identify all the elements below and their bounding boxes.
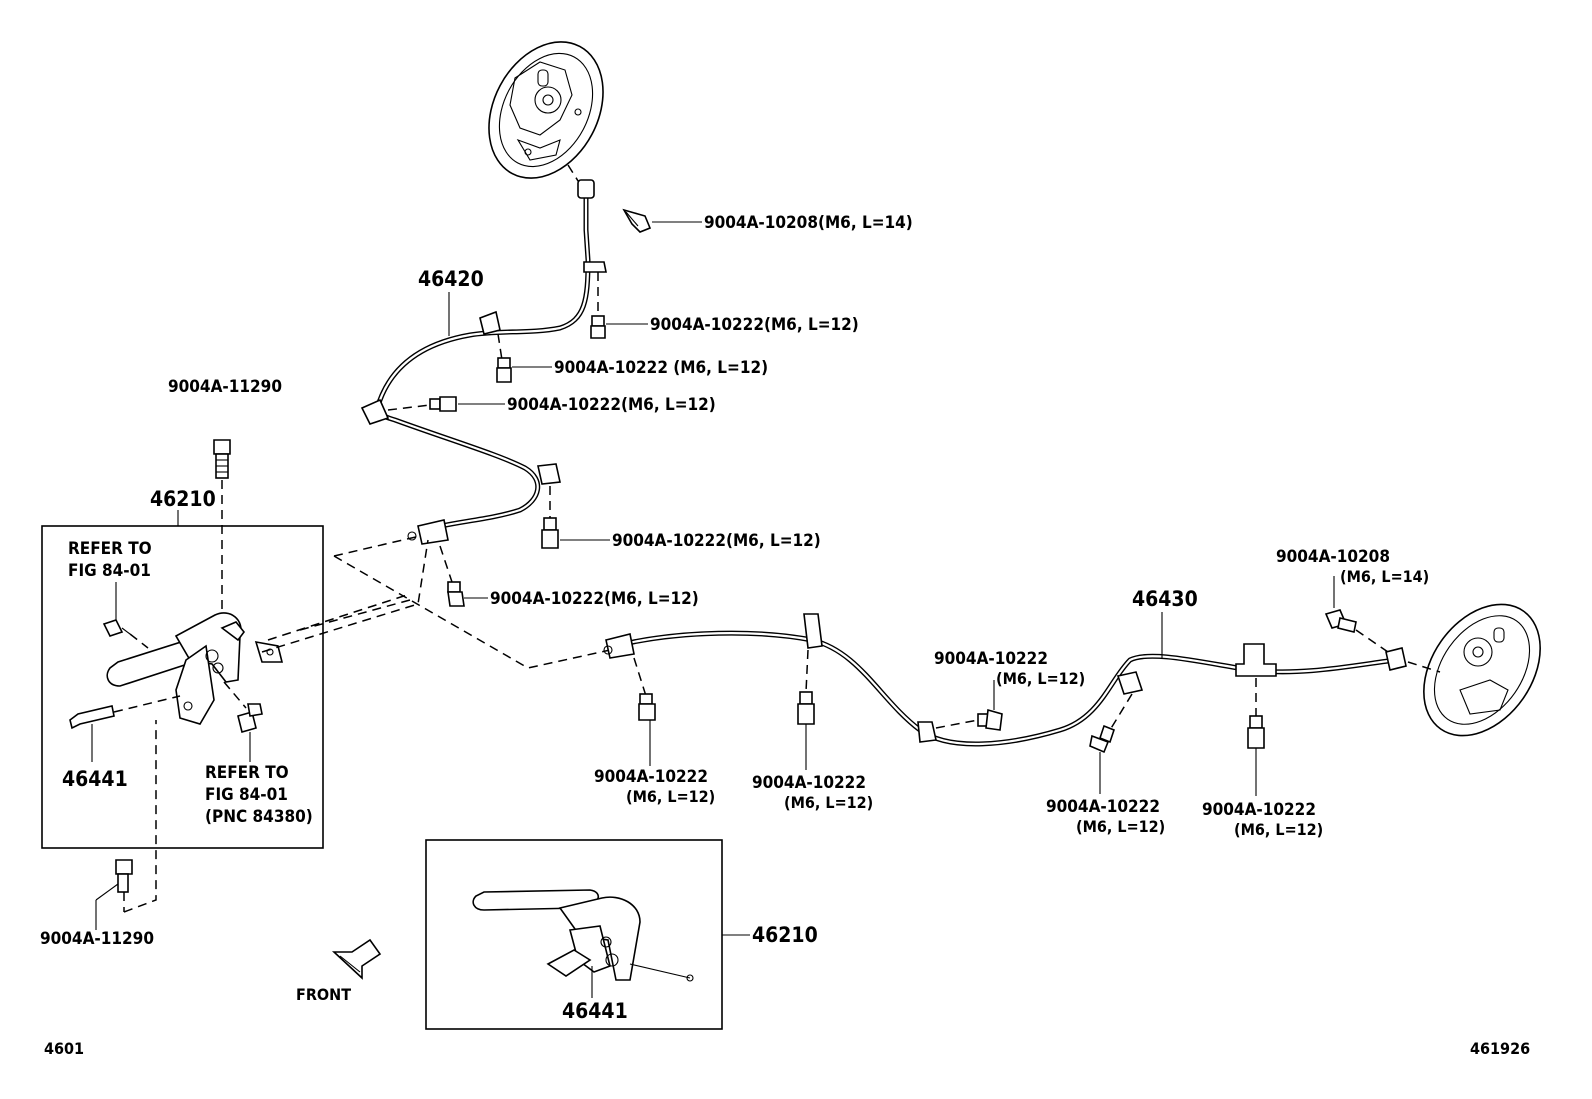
cable-46430 xyxy=(603,613,1407,747)
label-bolt-upper-a: 9004A-10222(M6, L=12) xyxy=(650,315,859,335)
label-front: FRONT xyxy=(296,985,351,1004)
bolt-top-left xyxy=(213,439,231,479)
bolt-upper-d xyxy=(541,517,559,549)
bolt-bottom-left xyxy=(115,859,133,893)
bolt-lower-2 xyxy=(797,691,815,725)
label-bolt-bottom-left: 9004A-11290 xyxy=(40,929,154,949)
label-bolt-lower-4-pn: 9004A-10222 xyxy=(1046,797,1160,817)
nut-refer-2 xyxy=(237,703,263,733)
label-bolt-lower-5-spec: (M6, L=12) xyxy=(1234,820,1323,839)
refer-1-line1: REFER TO xyxy=(68,539,152,559)
bolt-lower-3 xyxy=(977,708,1003,731)
label-46420: 46420 xyxy=(418,267,484,291)
bolt-lower-1 xyxy=(638,693,656,721)
page-code-right: 461926 xyxy=(1470,1039,1530,1058)
label-bolt-upper-d: 9004A-10222(M6, L=12) xyxy=(612,531,821,551)
label-bolt-lower-5-pn: 9004A-10222 xyxy=(1202,800,1316,820)
label-bolt-upper-c: 9004A-10222(M6, L=12) xyxy=(507,395,716,415)
cable-46420 xyxy=(360,179,607,545)
refer-2-line3: (PNC 84380) xyxy=(205,807,313,827)
parking-brake-lever xyxy=(106,612,284,725)
bolt-refer-1 xyxy=(102,619,131,637)
label-bolt-lower-2-pn: 9004A-10222 xyxy=(752,773,866,793)
refer-2-line2: FIG 84-01 xyxy=(205,785,288,805)
label-bolt-upper-e: 9004A-10222(M6, L=12) xyxy=(490,589,699,609)
bolt-upper-e xyxy=(447,581,465,607)
label-46210-main: 46210 xyxy=(150,487,216,511)
label-bolt-lower-4-spec: (M6, L=12) xyxy=(1076,817,1165,836)
bolt-upper-b xyxy=(496,357,512,383)
label-bolt-lower-1-spec: (M6, L=12) xyxy=(626,787,715,806)
label-bolt-lower-3-spec: (M6, L=12) xyxy=(996,669,1085,688)
label-46441-inset: 46441 xyxy=(562,999,628,1023)
label-46210-inset: 46210 xyxy=(752,923,818,947)
page-code-left: 4601 xyxy=(44,1039,84,1058)
refer-1-line2: FIG 84-01 xyxy=(68,561,151,581)
bolt-plate-lower xyxy=(1324,609,1357,633)
bolt-upper-c xyxy=(429,396,457,412)
label-bolt-lower-2-spec: (M6, L=12) xyxy=(784,793,873,812)
front-arrow-icon xyxy=(331,938,382,980)
pin-46441 xyxy=(69,705,115,730)
bolt-lower-4 xyxy=(1089,724,1115,754)
bolt-lower-5 xyxy=(1247,715,1265,749)
label-46441-main: 46441 xyxy=(62,767,128,791)
leader-plate-upper xyxy=(567,164,586,193)
refer-2-line1: REFER TO xyxy=(205,763,289,783)
backing-plate-upper xyxy=(488,41,604,179)
label-bolt-lower-3-pn: 9004A-10222 xyxy=(934,649,1048,669)
bolt-plate-upper xyxy=(622,208,652,233)
label-bolt-lower-1-pn: 9004A-10222 xyxy=(594,767,708,787)
label-bolt-upper-b: 9004A-10222 (M6, L=12) xyxy=(554,358,768,378)
label-bolt-plate-upper: 9004A-10208(M6, L=14) xyxy=(704,213,913,233)
label-46430: 46430 xyxy=(1132,587,1198,611)
lever-assembly-box xyxy=(41,525,324,849)
backing-plate-lower xyxy=(1423,603,1541,737)
label-bolt-top-left: 9004A-11290 xyxy=(168,377,282,397)
label-bolt-plate-lower-pn: 9004A-10208 xyxy=(1276,547,1390,567)
bolt-upper-a xyxy=(590,315,606,339)
inset-lever xyxy=(472,889,694,982)
label-bolt-plate-lower-spec: (M6, L=14) xyxy=(1340,567,1429,586)
